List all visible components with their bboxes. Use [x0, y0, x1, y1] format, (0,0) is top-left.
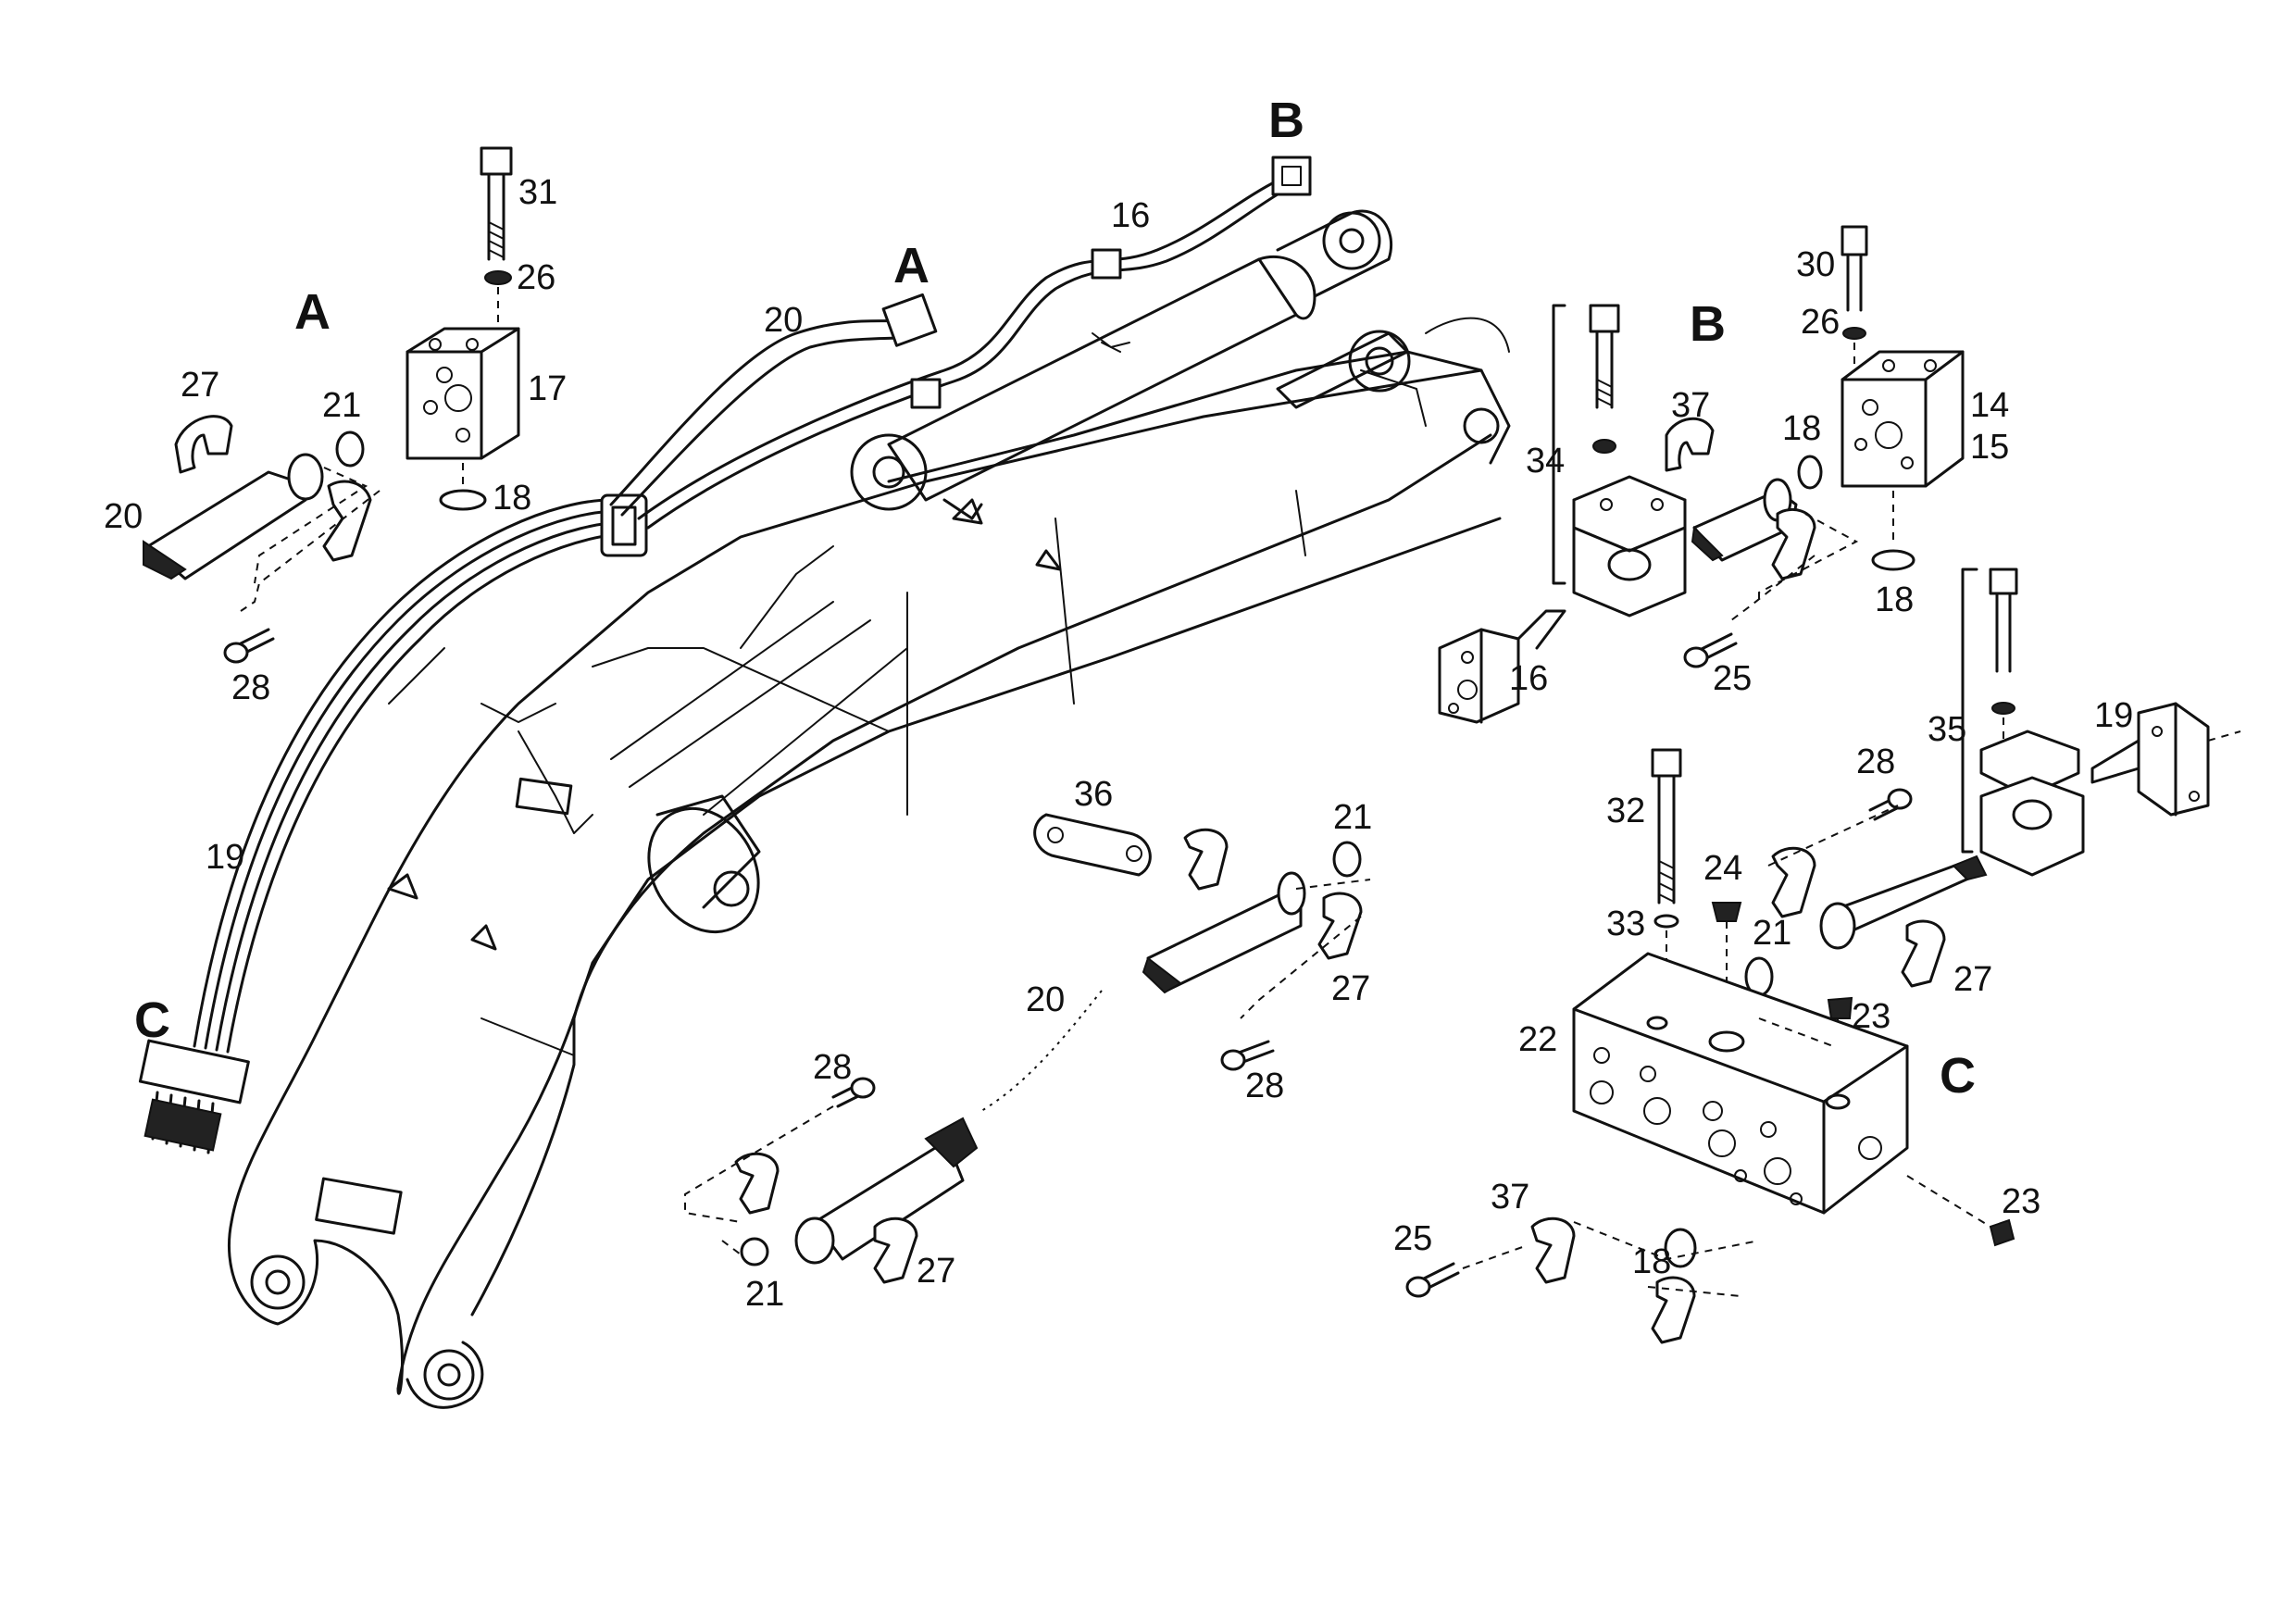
callout-28-c: 28: [1856, 742, 1895, 781]
callout-20-center: 20: [1026, 980, 1065, 1019]
callout-23-c-upper: 23: [1852, 997, 1890, 1036]
callout-21-c: 21: [1753, 914, 1791, 953]
hose-bundle-19: [193, 498, 635, 1054]
callout-19-left: 19: [206, 838, 244, 877]
callout-22: 22: [1518, 1020, 1557, 1059]
clamp-bundle: [600, 493, 648, 557]
cable-16-top: [637, 156, 1312, 530]
callout-28-center: 28: [1245, 1067, 1284, 1105]
callout-27-lower: 27: [917, 1252, 955, 1291]
callout-25-b: 25: [1713, 659, 1752, 698]
section-label-a-top: A: [893, 238, 930, 293]
callout-31: 31: [518, 173, 557, 212]
part-group-c-right: [1405, 568, 2241, 1344]
callout-27-c: 27: [1953, 960, 1992, 999]
hydraulic-cylinder: [850, 209, 1393, 520]
callout-37-b: 37: [1671, 386, 1710, 425]
callout-20-top: 20: [764, 301, 803, 340]
callout-21-lower: 21: [745, 1275, 784, 1314]
part-group-a-left: [143, 146, 520, 664]
callout-36: 36: [1074, 775, 1113, 814]
boom-arm: [227, 317, 1511, 1409]
callout-28-left: 28: [231, 668, 270, 707]
callout-15: 15: [1970, 428, 2009, 467]
section-label-b-right: B: [1690, 296, 1726, 352]
callout-17: 17: [528, 369, 567, 408]
part-group-b-right: [1438, 225, 1965, 724]
callout-26-left: 26: [517, 258, 555, 297]
section-label-c-right: C: [1940, 1048, 1976, 1104]
callout-21-center: 21: [1333, 798, 1372, 837]
section-label-a-left: A: [294, 284, 331, 340]
callout-23-c-lower: 23: [2002, 1182, 2040, 1221]
callout-27-left: 27: [181, 366, 219, 405]
callout-18-left: 18: [493, 479, 531, 518]
callout-labels: A A B B C C 31 26 17 21 27 20 18 28 20 1…: [104, 93, 2133, 1314]
callout-34: 34: [1526, 442, 1565, 480]
callout-25-c: 25: [1393, 1219, 1432, 1258]
callout-32: 32: [1606, 792, 1645, 830]
callout-16-b: 16: [1509, 659, 1548, 698]
callout-24: 24: [1703, 849, 1742, 888]
callout-28-lower: 28: [813, 1048, 852, 1087]
callout-37-c: 37: [1491, 1178, 1529, 1216]
callout-16-top: 16: [1111, 196, 1150, 235]
callout-35: 35: [1928, 710, 1966, 749]
section-label-b-top: B: [1268, 93, 1304, 148]
callout-30: 30: [1796, 245, 1835, 284]
callout-18-b-upper: 18: [1782, 409, 1821, 448]
connector-c-left: [138, 1039, 250, 1154]
callout-27-center: 27: [1331, 969, 1370, 1008]
callout-21-left: 21: [322, 386, 361, 425]
callout-20-left: 20: [104, 497, 143, 536]
callout-26-right: 26: [1801, 303, 1840, 342]
hose-20-top: [609, 293, 938, 517]
callout-33: 33: [1606, 905, 1645, 943]
callout-18-c: 18: [1632, 1242, 1671, 1281]
callout-14: 14: [1970, 386, 2009, 425]
part-group-center: [684, 813, 1371, 1284]
section-label-c-left: C: [134, 992, 170, 1048]
callout-18-b-lower: 18: [1875, 580, 1914, 619]
callout-19-right: 19: [2094, 696, 2133, 735]
